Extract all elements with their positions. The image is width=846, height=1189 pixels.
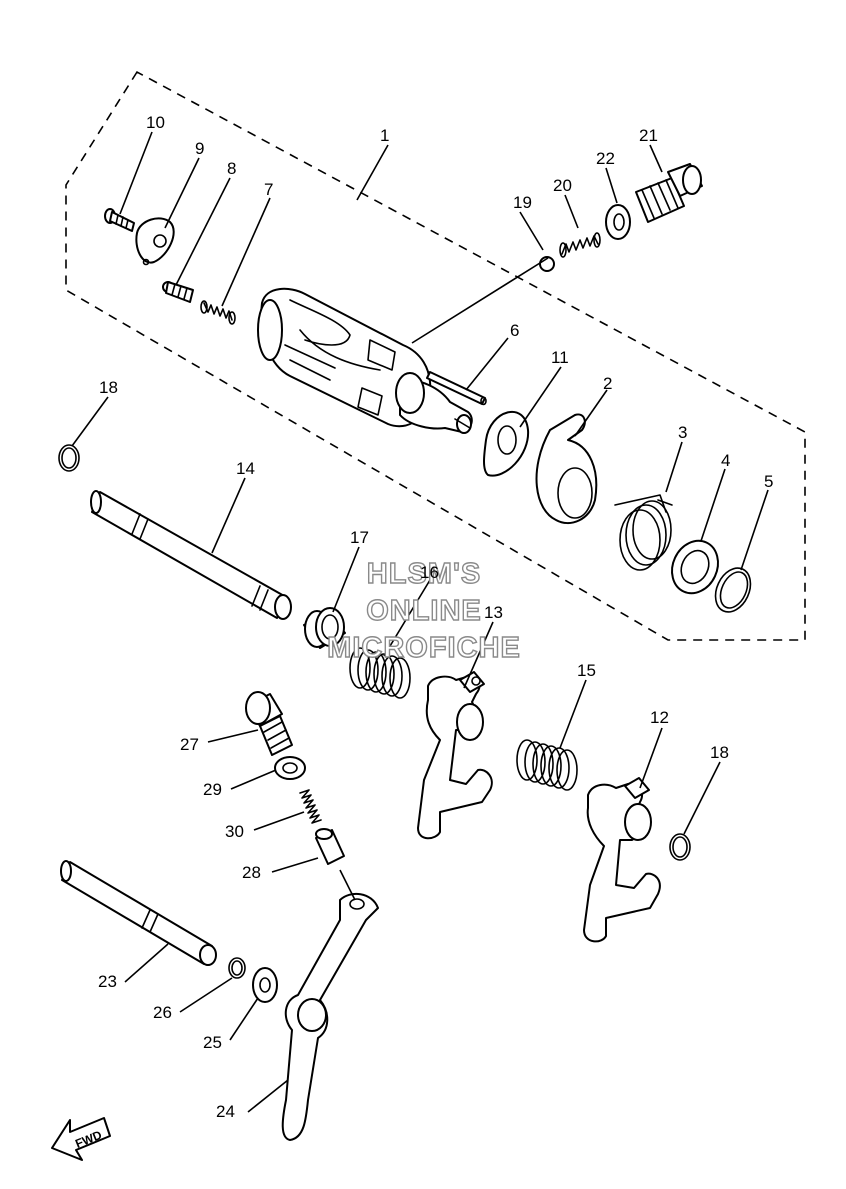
part-1-shift-drum[interactable] [257,287,473,434]
part-22-washer[interactable] [605,204,631,240]
part-30-spring[interactable] [299,789,322,824]
part-29-washer[interactable] [274,756,306,780]
callout-25: 25 [203,1033,222,1052]
part-3-torsion-spring[interactable] [614,494,673,571]
part-26-circlip[interactable] [228,957,246,979]
callout-labels: 1 2 3 4 5 6 7 8 9 10 11 12 13 14 15 16 1… [98,113,773,1121]
callout-22: 22 [596,149,615,168]
callout-13: 13 [484,603,503,622]
part-20-spring[interactable] [559,232,601,258]
watermark-line-1: HLSM'S [367,558,481,590]
callout-23: 23 [98,972,117,991]
callout-12: 12 [650,708,669,727]
part-23-shift-shaft[interactable] [60,860,217,966]
part-11-washer[interactable] [483,410,530,477]
callout-6: 6 [510,321,519,340]
watermark: HLSM'S ONLINE MICROFICHE [326,557,521,664]
callout-18-upper: 18 [99,378,118,397]
part-15-spring[interactable] [516,739,578,791]
watermark-line-3: MICROFICHE [327,632,521,664]
callout-10: 10 [146,113,165,132]
callout-26: 26 [153,1003,172,1022]
callout-17: 17 [350,528,369,547]
callout-5: 5 [764,472,773,491]
callout-1: 1 [380,126,389,145]
part-8-stopper[interactable] [162,281,194,303]
callout-8: 8 [227,159,236,178]
part-12-shift-fork[interactable] [583,777,661,943]
part-10-screw[interactable] [104,208,135,232]
part-9-plate[interactable] [135,217,175,266]
part-18-circlip-lower[interactable] [669,833,691,861]
callout-11: 11 [551,348,569,367]
callout-15: 15 [577,661,596,680]
part-16-spring[interactable] [349,647,411,699]
callout-20: 20 [553,176,572,195]
callout-24: 24 [216,1102,235,1121]
callout-21: 21 [639,126,658,145]
fwd-arrow-icon: FWD [51,1117,111,1161]
callout-14: 14 [236,459,255,478]
callout-19: 19 [513,193,532,212]
callout-3: 3 [678,423,687,442]
part-17-collar[interactable] [303,607,346,649]
callout-7: 7 [264,180,273,199]
part-24-shift-lever[interactable] [281,892,379,1141]
watermark-line-2: ONLINE [366,595,482,627]
leader-lines [71,131,769,1113]
callout-4: 4 [721,451,730,470]
callout-29: 29 [203,780,222,799]
part-5-circlip[interactable] [709,562,757,617]
part-21-plug-bolt[interactable] [635,163,703,223]
part-25-washer[interactable] [252,967,278,1003]
part-28-pin[interactable] [315,828,345,865]
part-18-circlip-upper[interactable] [58,444,80,472]
callout-28: 28 [242,863,261,882]
part-14-shift-fork-shaft[interactable] [90,490,292,620]
callout-9: 9 [195,139,204,158]
callout-27: 27 [180,735,199,754]
part-27-bolt[interactable] [245,691,293,756]
callout-30: 30 [225,822,244,841]
assembly-boundary [65,70,806,641]
part-4-washer[interactable] [664,533,727,601]
callout-2: 2 [603,374,612,393]
part-13-shift-fork[interactable] [417,671,493,840]
callout-16: 16 [420,563,439,582]
part-7-spring[interactable] [200,300,236,325]
callout-18-lower: 18 [710,743,729,762]
part-2-cam[interactable] [535,413,598,525]
